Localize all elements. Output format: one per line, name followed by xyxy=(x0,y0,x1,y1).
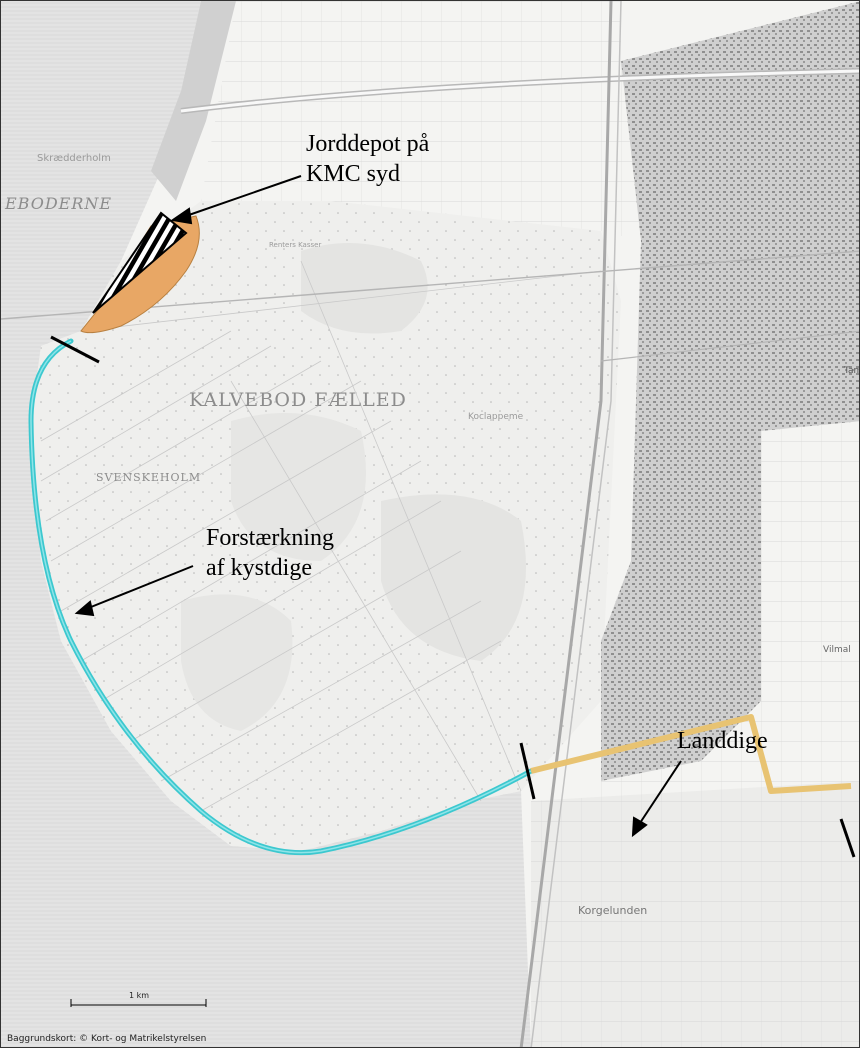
sea-area xyxy=(1,1,531,1047)
urban-area xyxy=(201,1,859,1047)
annotation-forstaerkning-line2: af kystdige xyxy=(206,555,312,581)
place-label-vilmal: Vilmal xyxy=(823,645,851,655)
place-label-svenskeholm: SVENSKEHOLM xyxy=(96,471,202,484)
land-dike-line xyxy=(530,714,852,794)
annotation-forstaerkning: Forstærkning af kystdige xyxy=(206,523,334,583)
annotation-jorddepot: Jorddepot på KMC syd xyxy=(306,129,429,189)
annotation-arrows xyxy=(74,175,682,838)
annotation-jorddepot-line2: KMC syd xyxy=(306,161,401,187)
annotation-landdige: Landdige xyxy=(677,728,768,754)
place-label-skraedderholm: Skrædderholm xyxy=(37,153,111,164)
place-label-kalvebod-faelled: KALVEBOD FÆLLED xyxy=(189,389,407,411)
place-label-boderne: EBODERNE xyxy=(5,194,113,213)
map-credit: Baggrundskort: © Kort- og Matrikelstyrel… xyxy=(7,1034,207,1044)
place-label-tam: Tam xyxy=(844,366,859,376)
place-label-korgelunden: Korgelunden xyxy=(578,904,648,917)
dike-end-markers xyxy=(50,335,856,858)
annotation-forstaerkning-line1: Forstærkning xyxy=(206,525,335,551)
scale-bar-label: 1 km xyxy=(129,991,150,1000)
place-label-renter-kasser: Renters Kasser xyxy=(269,241,322,249)
scale-bar-graphic xyxy=(70,999,207,1007)
faelled-area xyxy=(31,201,621,851)
place-label-koclappeme: Koclappeme xyxy=(468,412,524,422)
annotation-jorddepot-line1: Jorddepot på xyxy=(306,131,430,157)
jorddepot-area xyxy=(80,211,200,334)
